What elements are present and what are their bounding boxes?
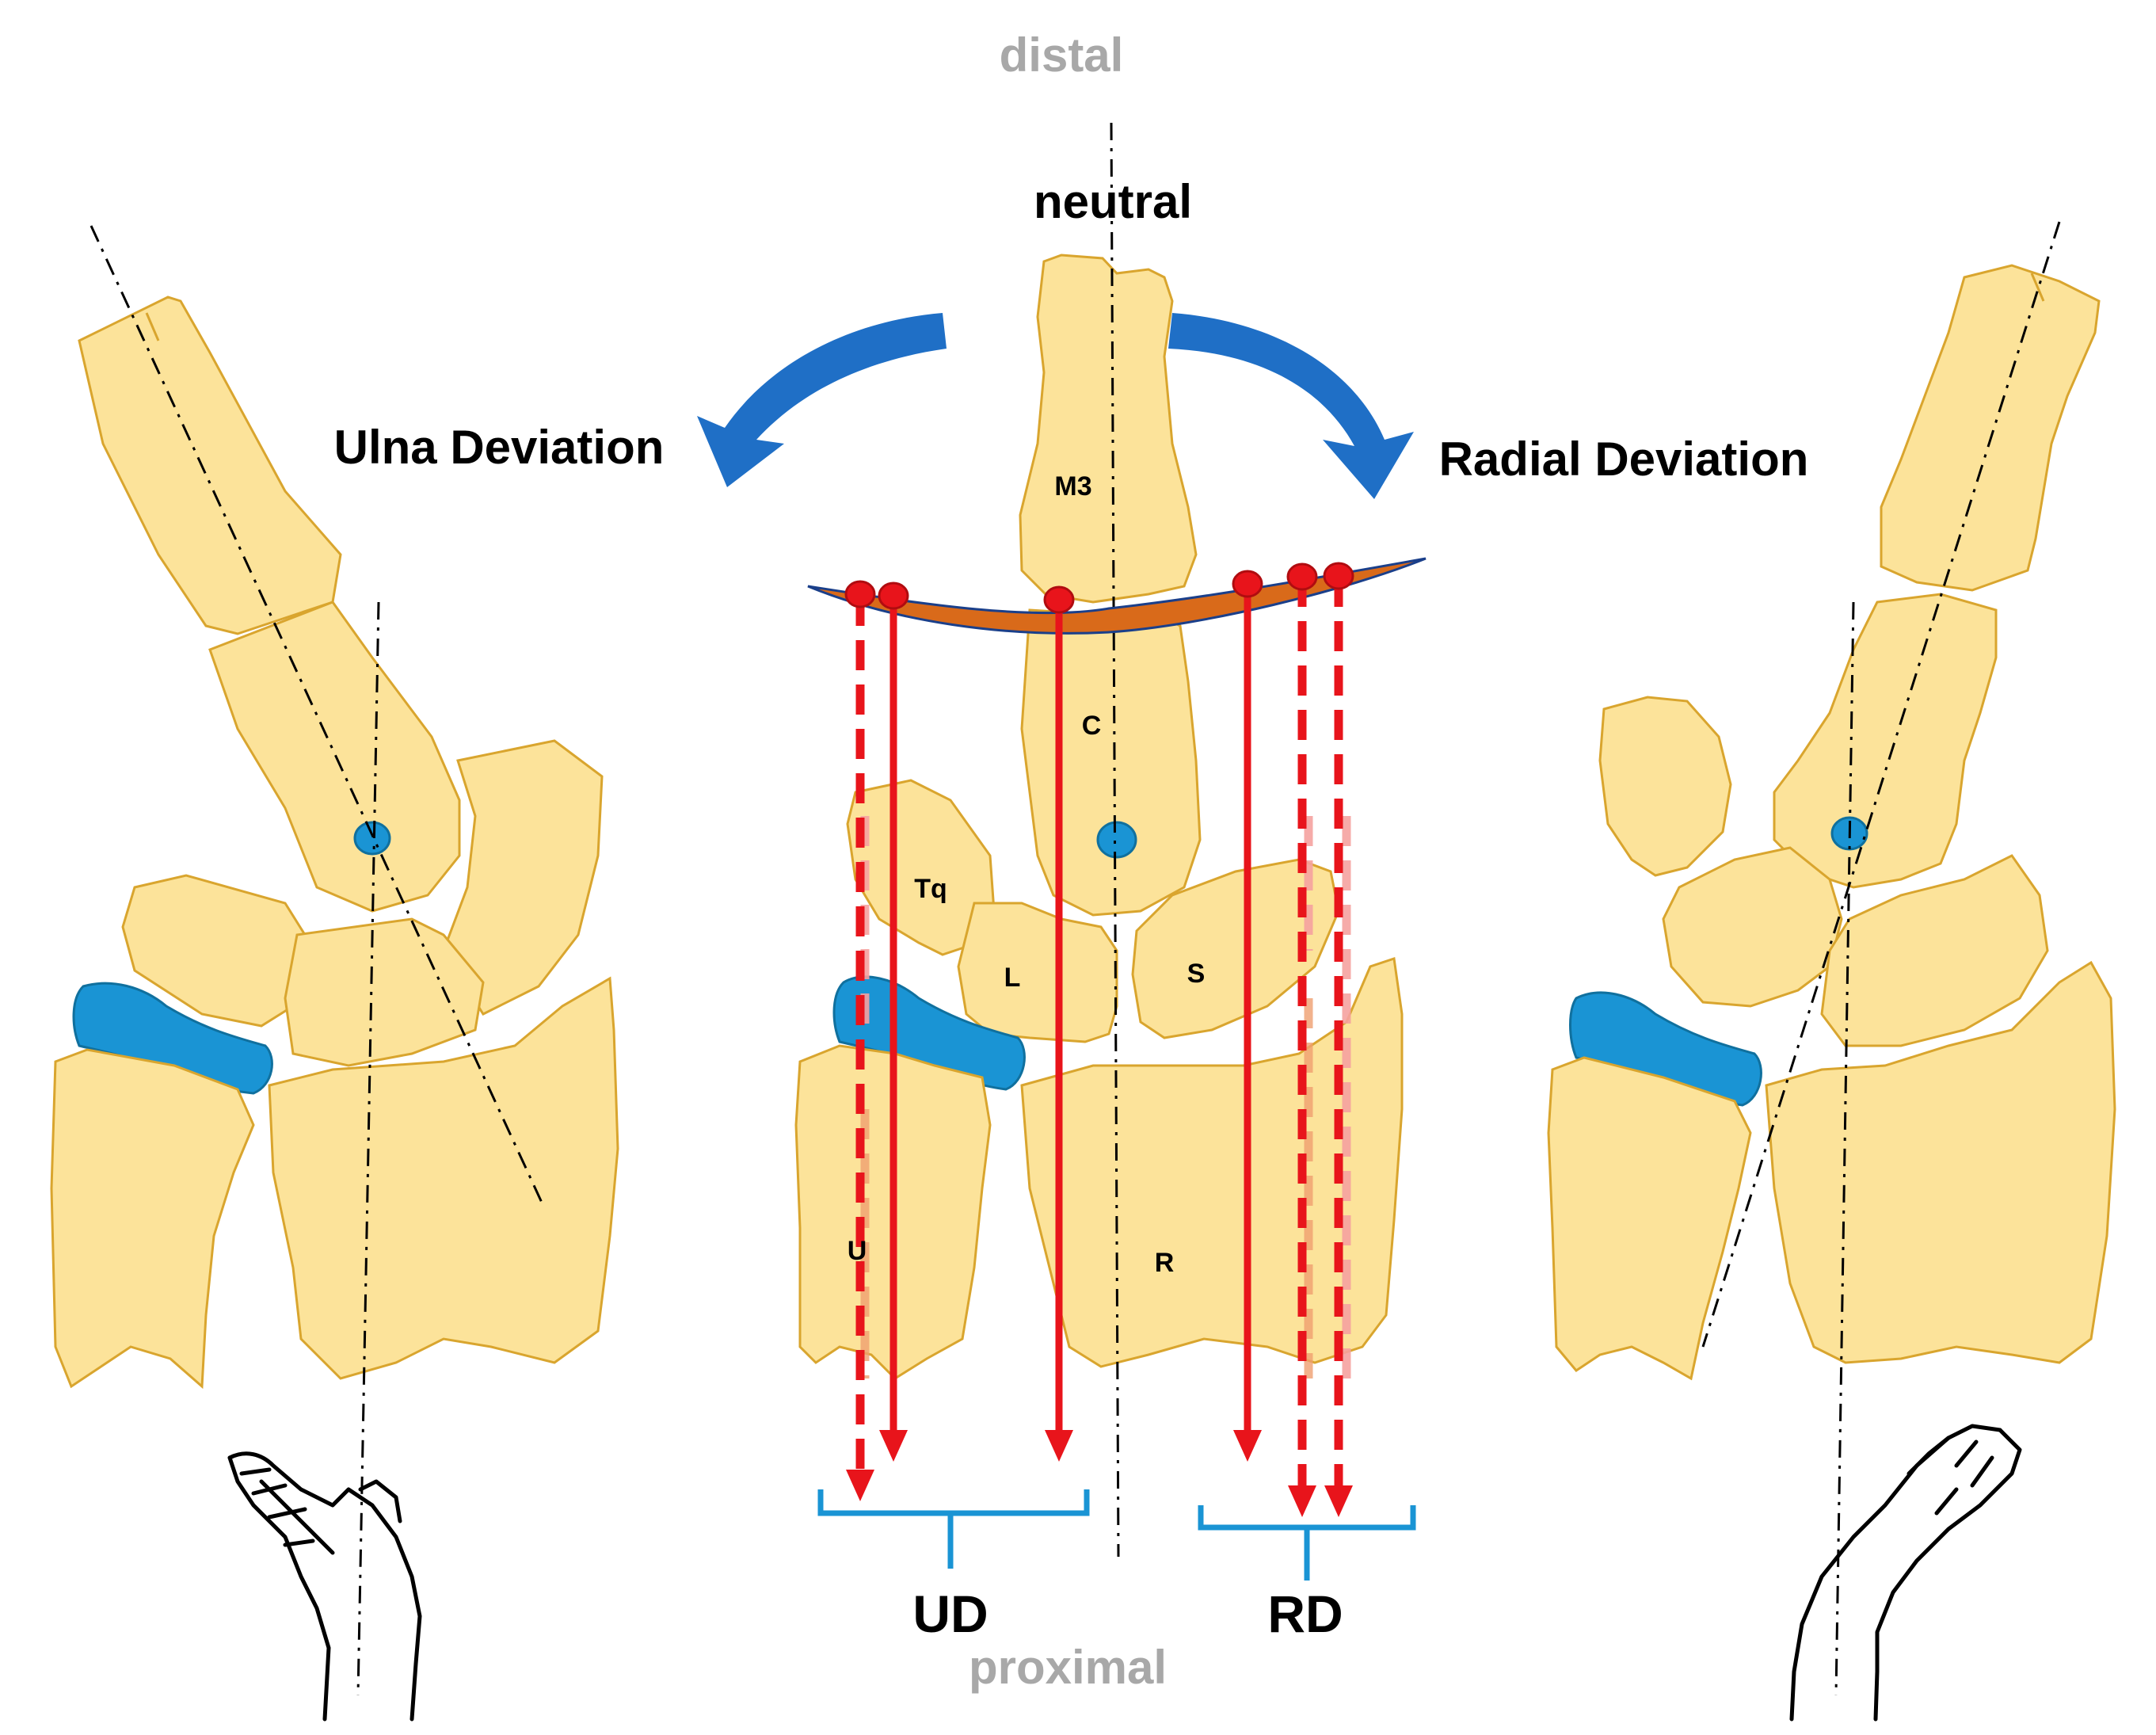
left-triquetrum [121, 874, 307, 1028]
center-capitate [1020, 607, 1202, 917]
ulnar-deviation-wrist [50, 225, 619, 1696]
radial-rotation-arrow [1168, 313, 1414, 499]
rd-label: RD [1267, 1584, 1343, 1643]
left-hamate [442, 739, 604, 1016]
proximal-label: proximal [969, 1641, 1167, 1694]
distal-label: distal [1000, 29, 1124, 82]
ulnar-rotation-arrow [697, 313, 947, 487]
right-m3-axis [1701, 221, 2061, 1348]
right-m3-proximal [1773, 593, 1998, 889]
projection-arrows [846, 577, 1353, 1517]
left-m3-distal [78, 296, 342, 635]
ud-label: UD [912, 1584, 988, 1643]
arc-projection-points [844, 562, 1354, 614]
left-forearm-axis [356, 601, 380, 1696]
radial-deviation-label: Radial Deviation [1439, 433, 1809, 486]
center-lunate [957, 902, 1118, 1043]
m3-label: M3 [1054, 471, 1091, 501]
left-radius [268, 976, 619, 1380]
ulna-deviation-label: Ulna Deviation [334, 421, 665, 474]
center-triquetrum [846, 779, 996, 956]
left-m3-proximal [208, 601, 461, 913]
center-scaphoid [1131, 858, 1340, 1039]
left-tfcc [72, 982, 273, 1095]
capitate-label: C [1082, 711, 1102, 741]
lunate-label: L [1004, 963, 1021, 993]
left-rotation-center [353, 821, 391, 856]
left-ulna [50, 1048, 255, 1390]
right-triquetrum [1662, 846, 1843, 1008]
ud-brace [817, 1489, 1090, 1569]
rd-brace [1198, 1505, 1416, 1581]
triquetrum-label: Tq [914, 874, 947, 904]
left-hand-icon [227, 1451, 422, 1722]
ulna-label: U [848, 1236, 867, 1266]
center-tfcc [832, 975, 1026, 1091]
right-lunate [1820, 854, 2049, 1047]
left-lunate [284, 917, 485, 1067]
scaphoid-label: S [1187, 959, 1206, 989]
right-trapezium [1598, 696, 1732, 877]
projection-ghost-lines [860, 816, 1351, 1378]
right-forearm-axis [1834, 601, 1855, 1696]
radial-deviation-wrist [1547, 221, 2116, 1696]
right-hand-icon [1789, 1424, 2022, 1722]
carpal-arc [807, 557, 1427, 635]
center-m3 [1019, 254, 1198, 604]
right-ulna [1547, 1056, 1752, 1381]
right-radius [1765, 960, 2116, 1364]
neutral-label: neutral [1034, 175, 1192, 228]
radius-label: R [1155, 1248, 1175, 1278]
right-m3-distal [1880, 264, 2101, 592]
center-rotation-center [1096, 821, 1137, 859]
